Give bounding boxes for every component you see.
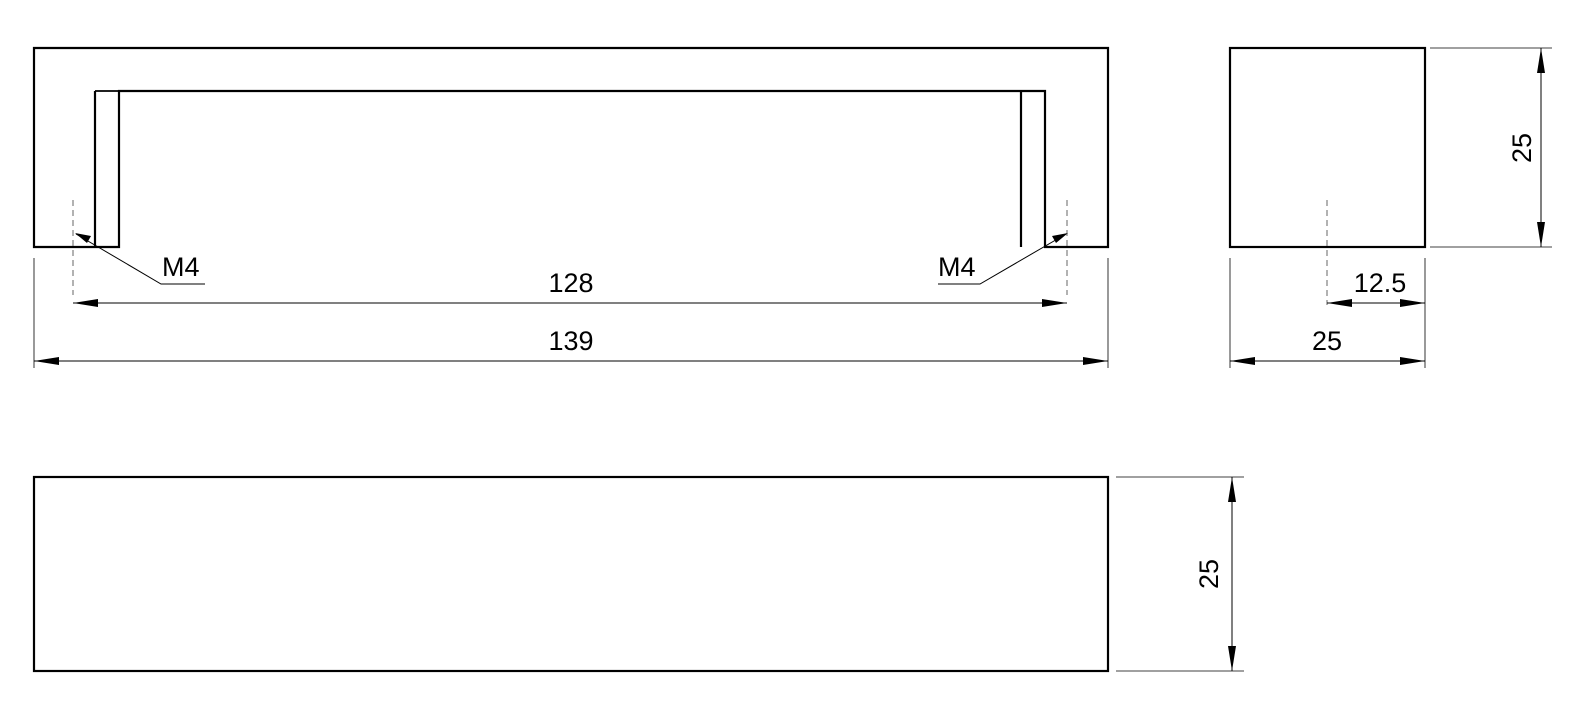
side-width-arrow-right	[1400, 357, 1425, 365]
right-leader-arrow	[1052, 233, 1068, 243]
handle-outline	[32, 46, 1110, 249]
right-thread-label: M4	[938, 252, 976, 282]
side-height-label: 25	[1507, 133, 1537, 163]
bottom-height-arrow-bottom	[1228, 646, 1236, 671]
hole-offset-arrow-right	[1400, 299, 1425, 307]
side-height-dimension: 25	[1430, 47, 1552, 248]
side-width-dimension: 25	[1229, 258, 1425, 368]
right-thread-callout: M4	[938, 233, 1068, 285]
hole-offset-dimension: 12.5	[1327, 258, 1426, 368]
side-width-arrow-left	[1230, 357, 1255, 365]
bottom-view-outline	[32, 475, 1110, 673]
left-leader-line	[75, 233, 205, 285]
hole-spacing-label: 128	[548, 268, 593, 298]
overall-width-dimension: 139	[33, 258, 1109, 368]
bottom-height-arrow-top	[1228, 477, 1236, 502]
overall-arrow-right	[1083, 357, 1108, 365]
side-height-arrow-top	[1537, 48, 1545, 73]
hole-spacing-arrow-left	[73, 299, 98, 307]
hole-spacing-dimension: 128	[73, 268, 1067, 307]
left-thread-label: M4	[162, 252, 200, 282]
right-leader-line	[938, 233, 1067, 285]
bottom-height-dimension: 25	[1116, 476, 1244, 672]
hole-spacing-arrow-right	[1042, 299, 1067, 307]
bottom-height-label: 25	[1194, 559, 1224, 589]
hole-offset-arrow-left	[1327, 299, 1352, 307]
side-width-label: 25	[1312, 326, 1342, 356]
bottom-view: 25	[32, 475, 1244, 673]
hole-offset-label: 12.5	[1354, 268, 1407, 298]
left-thread-callout: M4	[75, 233, 205, 285]
side-view: 25 12.5 25	[1228, 46, 1552, 368]
side-view-outline	[1228, 46, 1427, 249]
overall-arrow-left	[34, 357, 59, 365]
front-view: M4 M4 128 139	[32, 46, 1110, 368]
side-height-arrow-bottom	[1537, 222, 1545, 247]
overall-width-label: 139	[548, 326, 593, 356]
left-leader-arrow	[75, 233, 91, 243]
